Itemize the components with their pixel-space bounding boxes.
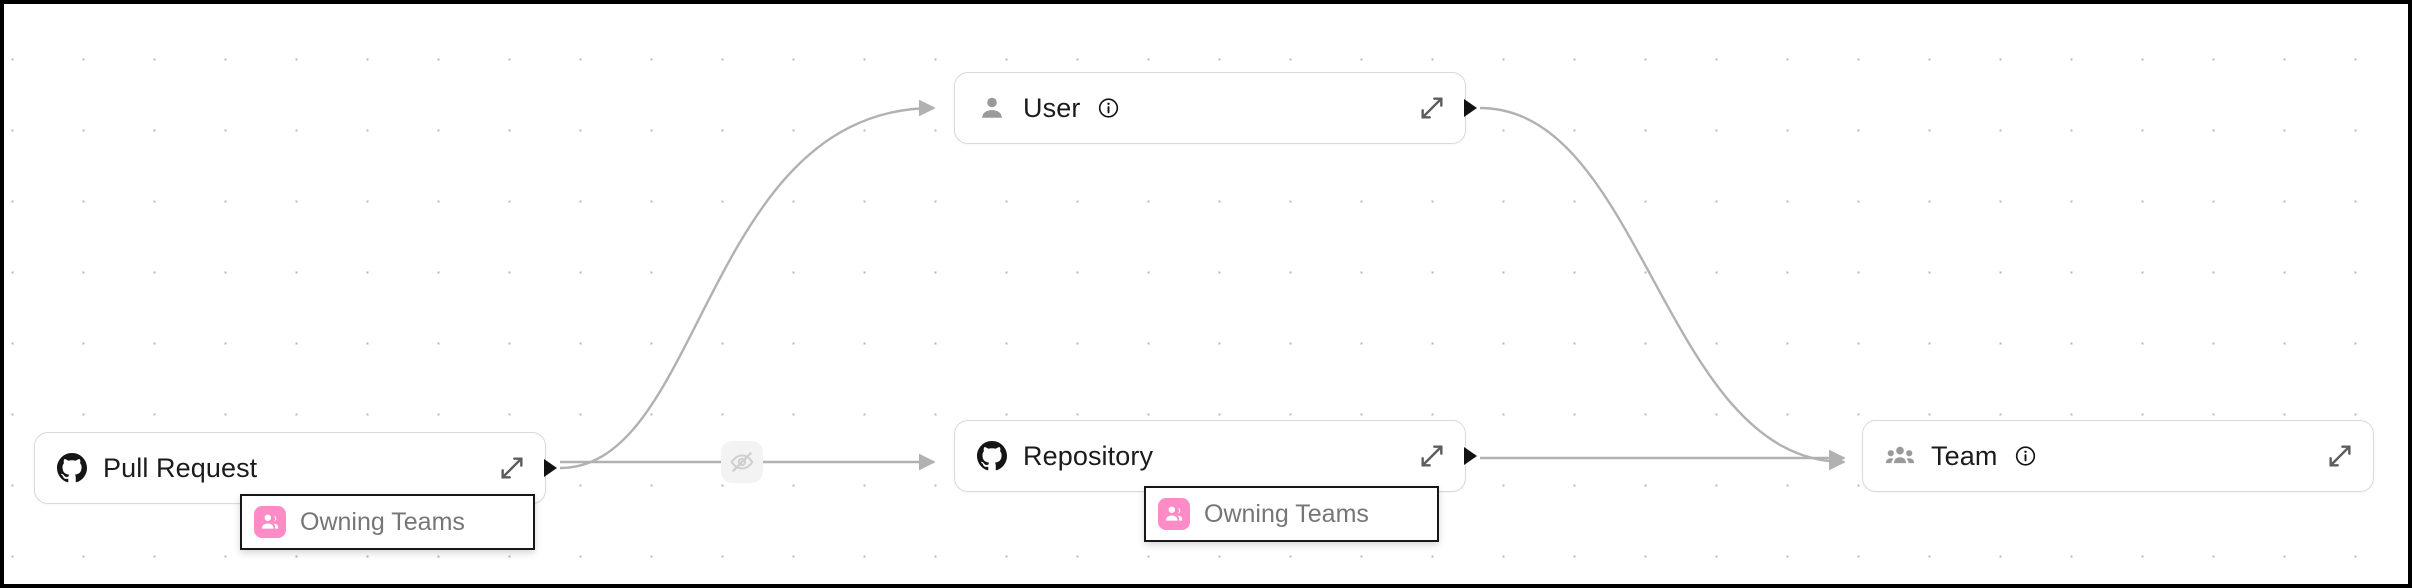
edge-user-to-team[interactable]: [1479, 106, 1846, 471]
node-team[interactable]: Team: [1862, 420, 2374, 492]
eye-off-icon: [730, 452, 754, 472]
source-handle[interactable]: [1464, 447, 1477, 465]
person-icon: [977, 93, 1007, 123]
owning-teams-icon: [1158, 498, 1190, 530]
github-icon: [977, 441, 1007, 471]
source-handle[interactable]: [544, 459, 557, 477]
badge-label: Owning Teams: [1204, 499, 1369, 528]
node-label: Team: [1931, 440, 1998, 471]
badge-label: Owning Teams: [300, 507, 465, 536]
expand-diagonal-icon[interactable]: [497, 453, 527, 483]
info-circle-icon[interactable]: [1097, 97, 1120, 120]
github-icon: [57, 453, 87, 483]
expand-diagonal-icon[interactable]: [1417, 93, 1447, 123]
expand-diagonal-icon[interactable]: [2325, 441, 2355, 471]
node-label: Repository: [1023, 440, 1154, 471]
node-repository[interactable]: Repository: [954, 420, 1477, 492]
source-handle[interactable]: [1464, 99, 1477, 117]
owning-teams-icon: [254, 506, 286, 538]
badge-owning-teams-pull-request[interactable]: Owning Teams: [240, 494, 535, 550]
node-label: Pull Request: [103, 452, 258, 483]
node-label: User: [1023, 92, 1081, 123]
node-user[interactable]: User: [954, 72, 1477, 144]
edge-pull-request-to-user[interactable]: [559, 99, 936, 470]
edge-visibility-toggle[interactable]: [721, 441, 763, 483]
info-circle-icon[interactable]: [2014, 445, 2037, 468]
expand-diagonal-icon[interactable]: [1417, 441, 1447, 471]
people-group-icon: [1885, 441, 1915, 471]
badge-owning-teams-repository[interactable]: Owning Teams: [1144, 486, 1439, 542]
